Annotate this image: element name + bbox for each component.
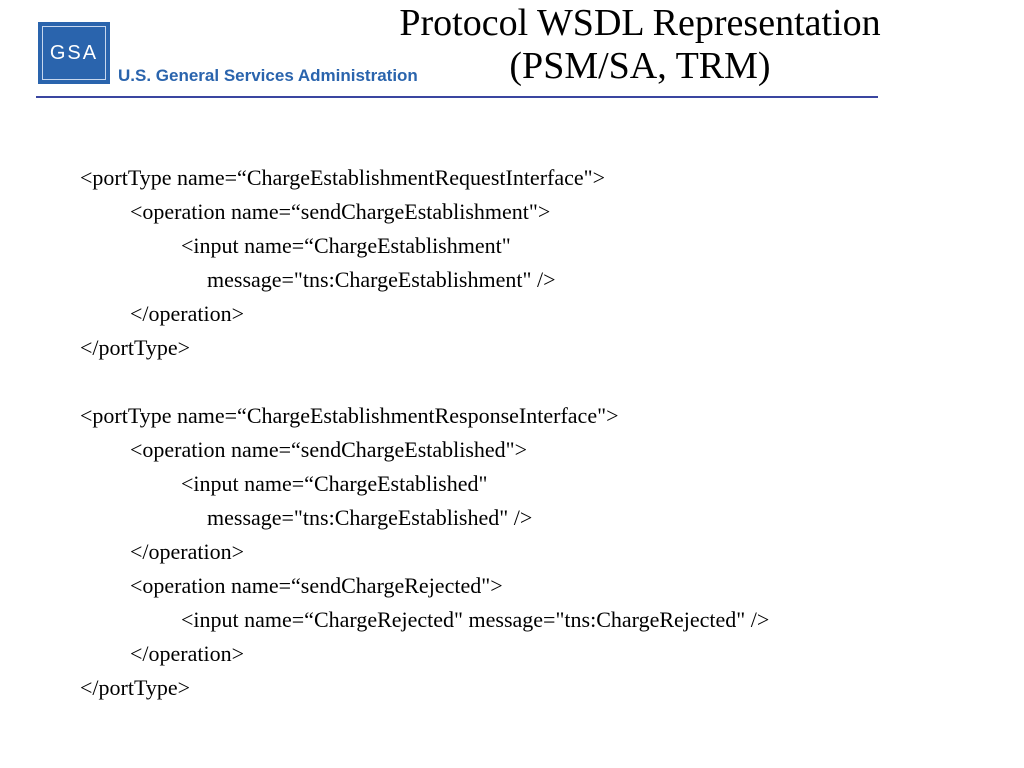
code-line: </operation> bbox=[130, 301, 245, 326]
code-line: message="tns:ChargeEstablishment" /> bbox=[207, 267, 556, 292]
code-line: </portType> bbox=[80, 335, 191, 360]
gsa-logo: GSA bbox=[38, 22, 110, 84]
code-line-blank bbox=[80, 365, 769, 399]
slide-title: Protocol WSDL Representation (PSM/SA, TR… bbox=[300, 2, 980, 88]
gsa-logo-frame: GSA bbox=[42, 26, 106, 80]
organization-name: U.S. General Services Administration bbox=[118, 66, 418, 85]
code-line: <operation name=“sendChargeEstablished"> bbox=[130, 437, 528, 462]
wsdl-code-block: <portType name=“ChargeEstablishmentReque… bbox=[80, 161, 769, 705]
title-line-1: Protocol WSDL Representation bbox=[399, 2, 881, 44]
code-line: <operation name=“sendChargeEstablishment… bbox=[130, 199, 551, 224]
code-line: <input name=“ChargeEstablished" bbox=[181, 471, 488, 496]
code-line: </operation> bbox=[130, 641, 245, 666]
title-line-2: (PSM/SA, TRM) bbox=[509, 45, 771, 87]
gsa-logo-text: GSA bbox=[49, 41, 99, 64]
code-line: <portType name=“ChargeEstablishmentReque… bbox=[80, 165, 606, 190]
code-line: </operation> bbox=[130, 539, 245, 564]
code-line: <portType name=“ChargeEstablishmentRespo… bbox=[80, 403, 619, 428]
code-line: <input name=“ChargeRejected" message="tn… bbox=[181, 607, 770, 632]
code-line: </portType> bbox=[80, 675, 191, 700]
header-divider bbox=[36, 96, 878, 98]
code-line: message="tns:ChargeEstablished" /> bbox=[207, 505, 533, 530]
code-line: <operation name=“sendChargeRejected"> bbox=[130, 573, 503, 598]
code-line: <input name=“ChargeEstablishment" bbox=[181, 233, 511, 258]
